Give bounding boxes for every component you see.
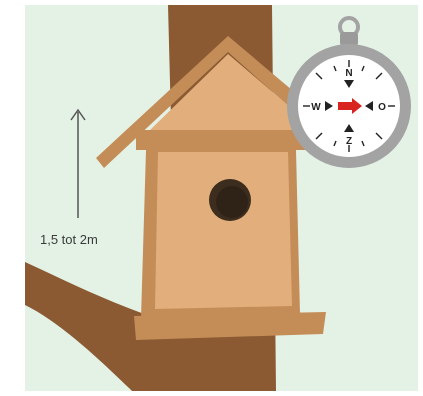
height-label: 1,5 tot 2m	[40, 232, 120, 247]
compass-north-label: N	[345, 68, 352, 79]
compass-west-label: W	[311, 102, 321, 113]
compass-south-label: Z	[346, 136, 352, 147]
compass-east-label: O	[378, 102, 386, 113]
